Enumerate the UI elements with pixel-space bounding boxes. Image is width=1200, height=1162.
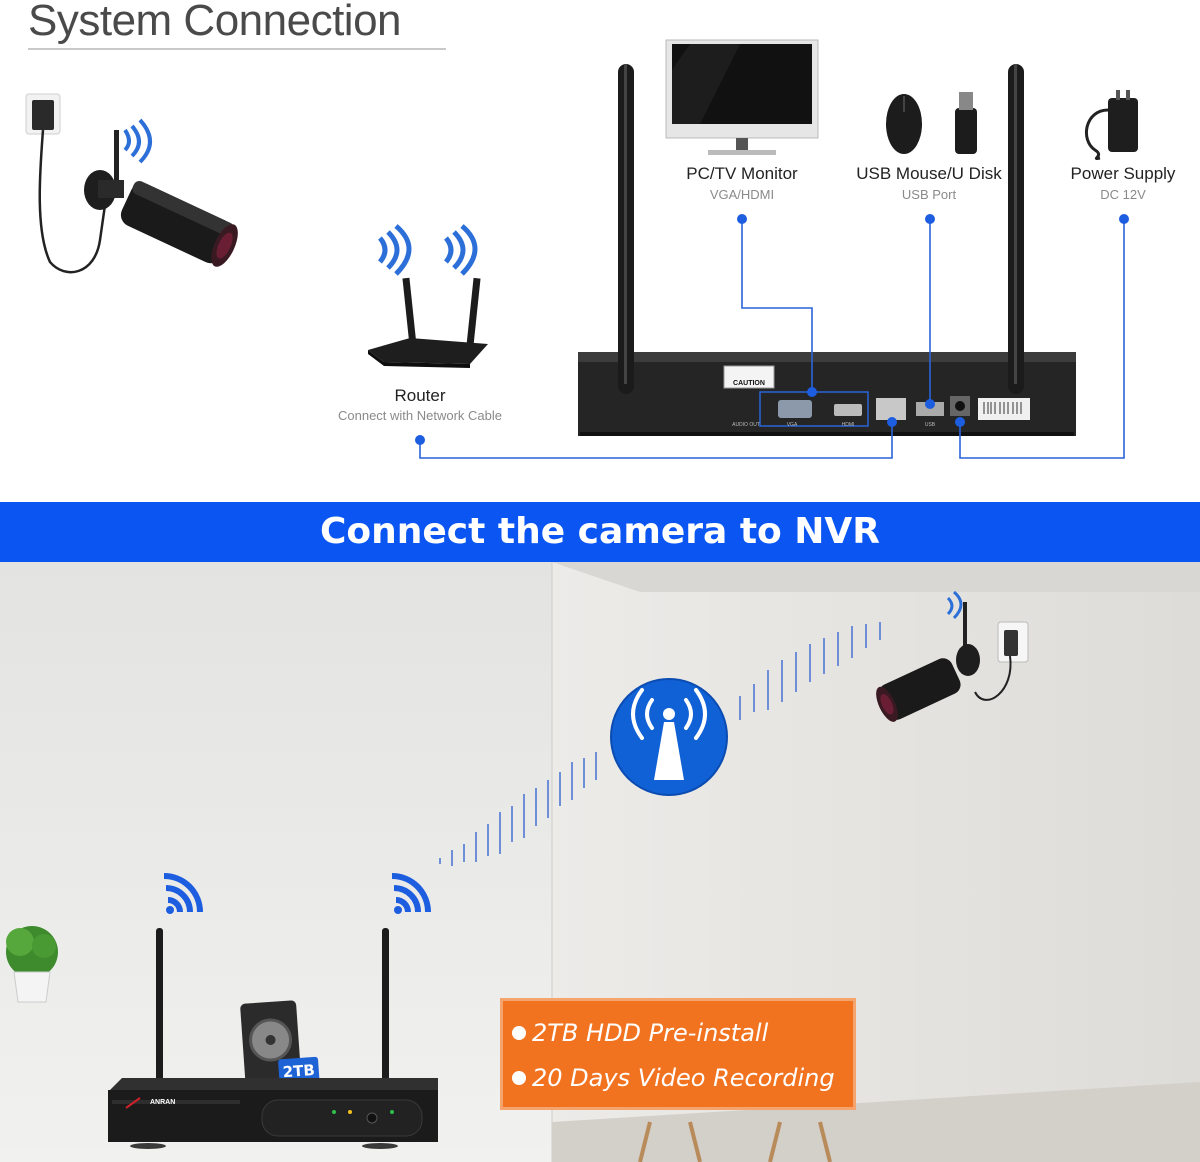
mouse-icon (886, 94, 922, 154)
hdd-capacity-label: 2TB (282, 1061, 315, 1081)
feature-item-hdd: 2TB HDD Pre-install (512, 1010, 768, 1056)
usb-connector-dot (925, 214, 935, 224)
port-usb-label: USB (925, 422, 936, 428)
router-label: Router (394, 386, 446, 405)
wireless-signal-wave (439, 622, 881, 866)
power-connector-dot (1119, 214, 1129, 224)
room-scene: 2TB ANRAN (0, 562, 1200, 1162)
caution-label: CAUTION (733, 380, 765, 387)
monitor-label: PC/TV Monitor (686, 164, 798, 183)
mouse-label: USB Mouse/U Disk (856, 164, 1002, 183)
router-connector-dot (415, 435, 425, 445)
power-adapter-icon (1085, 90, 1138, 160)
feature-callout: 2TB HDD Pre-install 20 Days Video Record… (500, 998, 856, 1110)
page-title: System Connection (28, 0, 402, 45)
feature-item-recording: 20 Days Video Recording (512, 1055, 835, 1101)
port-audio-label: AUDIO OUT (732, 422, 760, 428)
nvr-back-panel: CAUTION VGA HDMI USB AUDIO OUT (578, 64, 1076, 436)
room-illustration: 2TB ANRAN (0, 562, 1200, 1162)
port-hdmi-label: HDMI (842, 422, 855, 428)
nvr-front-unit: 2TB ANRAN (108, 928, 438, 1149)
plant-decoration (6, 926, 58, 1003)
monitor-icon (665, 39, 819, 155)
usb-disk-icon (955, 92, 977, 154)
bullet-camera-icon (84, 118, 238, 267)
system-connection-diagram: System Connection (0, 0, 1200, 502)
feature-text: 2TB HDD Pre-install (532, 1019, 769, 1047)
bench-decoration (638, 1121, 832, 1162)
connection-lines (419, 219, 1125, 459)
bullet-icon (512, 1026, 526, 1040)
wall-socket-icon (25, 93, 107, 274)
power-sublabel: DC 12V (1100, 187, 1146, 202)
power-label: Power Supply (1070, 164, 1176, 183)
feature-text: 20 Days Video Recording (532, 1064, 835, 1092)
wall-camera-icon (876, 590, 1029, 722)
title-divider (28, 48, 446, 50)
nvr-wifi-icons (163, 873, 431, 913)
router-icon (368, 224, 488, 368)
router-sublabel: Connect with Network Cable (337, 408, 503, 423)
brand-logo: ANRAN (150, 1099, 175, 1106)
monitor-sublabel: VGA/HDMI (709, 187, 775, 202)
monitor-connector-dot (737, 214, 747, 224)
hdd-icon: 2TB (240, 1000, 320, 1094)
banner-title: Connect the camera to NVR (319, 511, 881, 552)
bullet-icon (512, 1071, 526, 1085)
connection-diagram-graphic: CAUTION VGA HDMI USB AUDIO OUT (25, 39, 1138, 459)
mouse-sublabel: USB Port (901, 187, 957, 202)
wifi-tower-icon (610, 678, 728, 796)
port-vga-label: VGA (787, 422, 798, 428)
section-banner: Connect the camera to NVR (0, 502, 1200, 562)
